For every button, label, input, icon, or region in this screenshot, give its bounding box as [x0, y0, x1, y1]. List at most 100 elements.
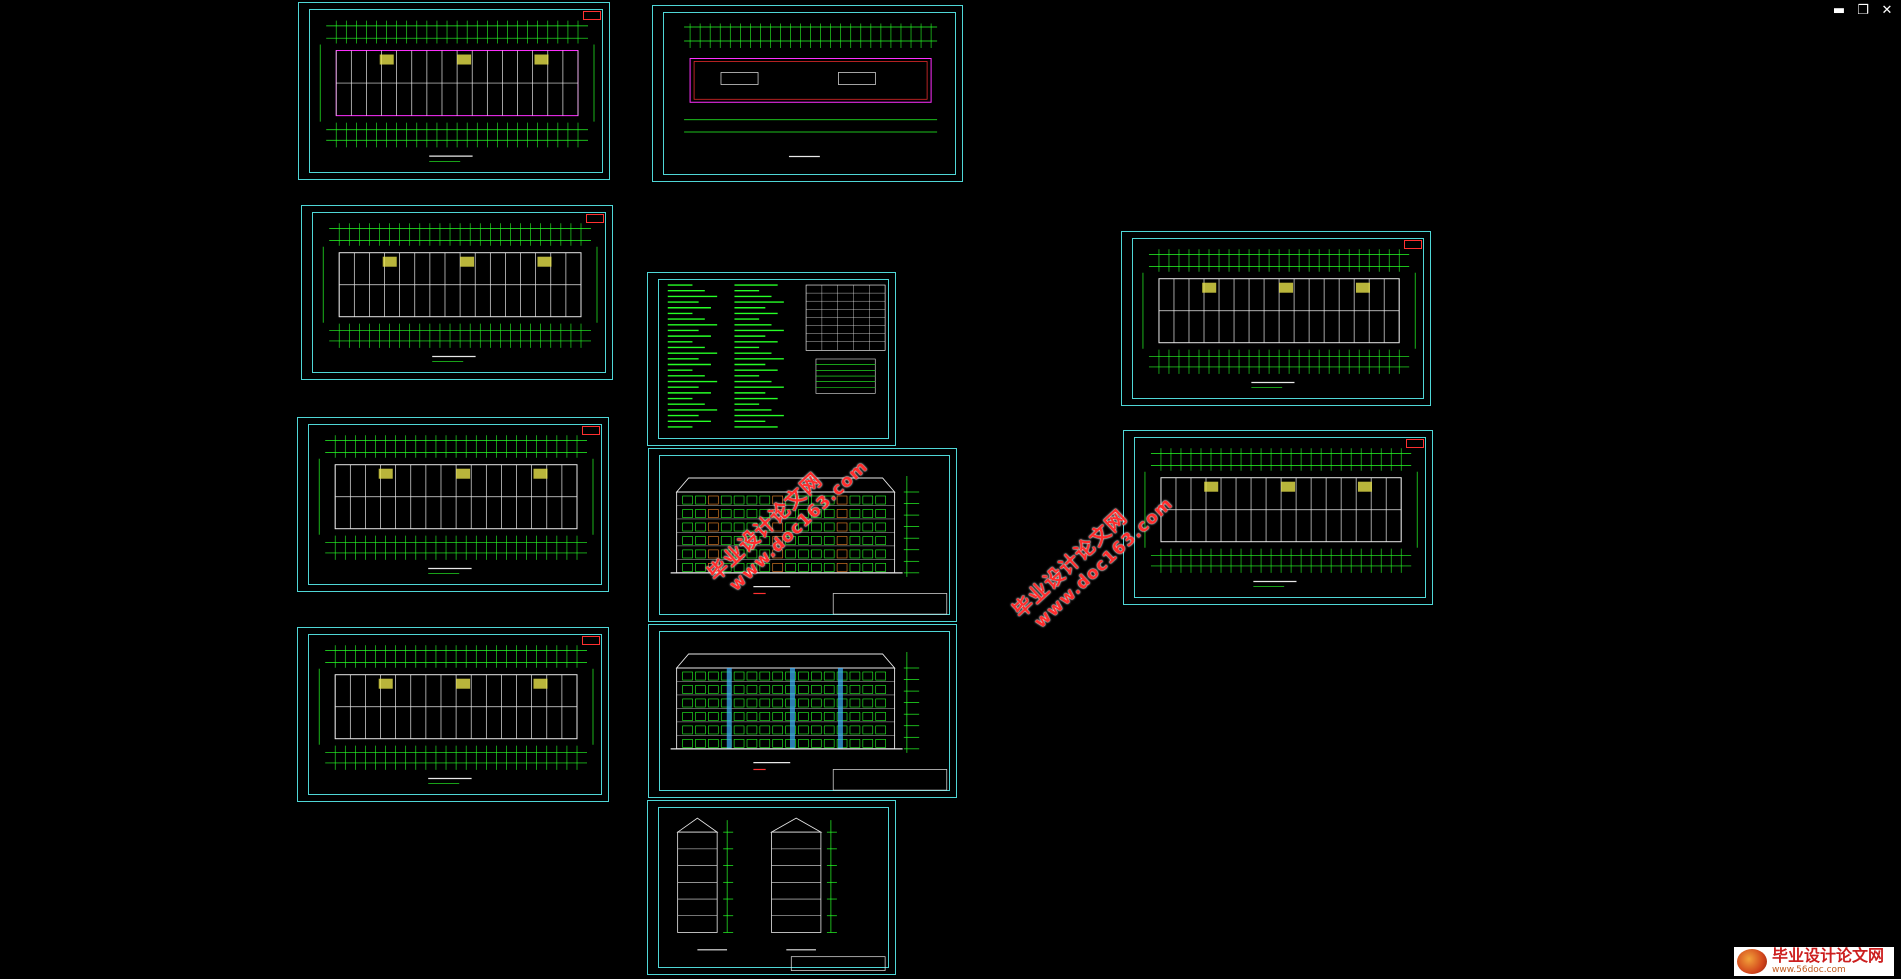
- front-elevation-sheet[interactable]: [648, 448, 957, 622]
- cad-stroke: [733, 685, 745, 694]
- cad-stroke: [862, 549, 874, 559]
- sheet-inner-frame: [312, 212, 606, 373]
- cad-stroke: [682, 739, 693, 748]
- cad-stroke: [849, 685, 861, 694]
- cad-stroke: [785, 522, 796, 532]
- design-notes-drawing: [667, 284, 886, 428]
- cad-stroke: [805, 284, 886, 351]
- cad-stroke: [682, 536, 693, 545]
- cad-stroke: [733, 522, 745, 532]
- cad-stroke: [746, 563, 758, 572]
- cad-stroke: [1355, 282, 1370, 293]
- cad-stroke: [533, 678, 548, 689]
- cad-stroke: [798, 725, 809, 735]
- restore-icon[interactable]: ❐: [1857, 2, 1869, 18]
- sheet-tag: [1404, 240, 1422, 249]
- cad-stroke: [772, 536, 783, 545]
- sheet-tag: [583, 11, 601, 20]
- cad-stroke: [759, 495, 771, 505]
- cad-stroke: [456, 468, 471, 479]
- cad-stroke: [823, 685, 835, 694]
- floor-plan-drawing: [322, 223, 598, 362]
- sheet-inner-frame: [309, 9, 603, 173]
- cad-stroke: [836, 536, 848, 545]
- cad-stroke: [849, 549, 861, 559]
- design-notes-sheet[interactable]: [647, 272, 896, 446]
- cad-stroke: [875, 549, 886, 559]
- floor-plan-drawing: [1144, 448, 1418, 587]
- sheet-tag: [586, 214, 604, 223]
- cad-stroke: [875, 725, 886, 735]
- cad-stroke: [537, 256, 552, 267]
- cad-stroke: [746, 549, 758, 559]
- roof-plan-sheet[interactable]: [652, 5, 963, 182]
- cad-stroke: [789, 668, 795, 749]
- cad-stroke: [875, 563, 886, 572]
- cad-stroke: [875, 671, 886, 681]
- cad-stroke: [695, 671, 706, 681]
- cad-stroke: [798, 698, 809, 708]
- cad-stroke: [811, 725, 822, 735]
- cad-stroke: [759, 509, 771, 518]
- cad-stroke: [836, 509, 848, 518]
- cad-stroke: [823, 509, 835, 518]
- cad-stroke: [811, 698, 822, 708]
- cad-stroke: [720, 536, 732, 545]
- cad-stroke: [785, 495, 796, 505]
- floor-plan-sheet-4[interactable]: [297, 627, 609, 802]
- cad-stroke: [862, 509, 874, 518]
- cad-stroke: [772, 739, 783, 748]
- cad-stroke: [378, 468, 393, 479]
- sheet-inner-frame: [659, 631, 950, 791]
- cad-stroke: [832, 769, 948, 791]
- cad-stroke: [823, 495, 835, 505]
- floor-plan-sheet-right-1[interactable]: [1121, 231, 1431, 406]
- minimize-icon[interactable]: ▬: [1832, 2, 1846, 18]
- cad-stroke: [772, 522, 783, 532]
- cad-stroke: [836, 522, 848, 532]
- cad-stroke: [726, 668, 732, 749]
- section-sheet[interactable]: [647, 800, 896, 975]
- floor-plan-sheet-right-2[interactable]: [1123, 430, 1433, 605]
- floor-plan-drawing: [1142, 249, 1416, 388]
- rear-elevation-sheet[interactable]: [648, 624, 957, 798]
- cad-stroke: [708, 509, 719, 518]
- cad-stroke: [772, 685, 783, 694]
- sheet-inner-frame: [308, 634, 602, 795]
- cad-stroke: [798, 549, 809, 559]
- cad-stroke: [811, 509, 822, 518]
- cad-stroke: [733, 739, 745, 748]
- logo-url: www.56doc.com: [1772, 965, 1846, 975]
- floor-plan-drawing: [319, 20, 595, 162]
- floor-plan-sheet-2[interactable]: [301, 205, 613, 380]
- cad-stroke: [457, 54, 472, 65]
- logo-mark-icon: [1737, 949, 1767, 974]
- cad-stroke: [875, 685, 886, 694]
- cad-stroke: [682, 671, 693, 681]
- cad-stroke: [823, 522, 835, 532]
- cad-stroke: [708, 712, 719, 721]
- cad-stroke: [862, 536, 874, 545]
- cad-stroke: [862, 685, 874, 694]
- cad-stroke: [811, 563, 822, 572]
- cad-stroke: [675, 653, 896, 669]
- cad-stroke: [862, 739, 874, 748]
- cad-stroke: [823, 549, 835, 559]
- cad-stroke: [849, 495, 861, 505]
- cad-stroke: [682, 712, 693, 721]
- site-logo[interactable]: 毕业设计论文网 www.56doc.com: [1734, 947, 1894, 976]
- cad-stroke: [378, 678, 393, 689]
- cad-stroke: [759, 725, 771, 735]
- sheet-tag: [582, 636, 600, 645]
- floor-plan-sheet-3[interactable]: [297, 417, 609, 592]
- cad-stroke: [849, 509, 861, 518]
- close-icon[interactable]: ✕: [1881, 2, 1893, 18]
- cad-stroke: [849, 536, 861, 545]
- cad-stroke: [733, 563, 745, 572]
- floor-plan-sheet-roof[interactable]: [298, 2, 610, 180]
- cad-stroke: [460, 256, 475, 267]
- cad-stroke: [849, 522, 861, 532]
- cad-stroke: [746, 698, 758, 708]
- cad-stroke: [1281, 481, 1296, 492]
- cad-stroke: [811, 712, 822, 721]
